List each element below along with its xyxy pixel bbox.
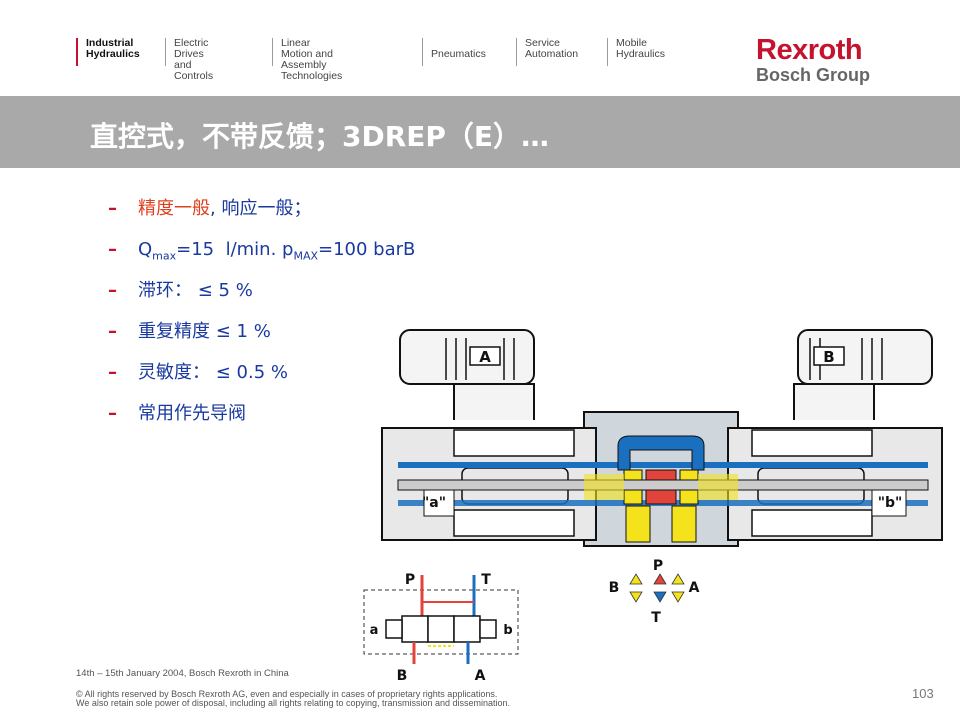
solenoid-a-connector: A <box>399 329 535 429</box>
slide-title: 直控式，不带反馈；3DREP（E）… <box>90 120 550 153</box>
bullet-dash: – <box>108 362 117 383</box>
nav-mobile-hydraulics[interactable]: Mobile Hydraulics <box>607 38 665 66</box>
nav-service-automation[interactable]: Service Automation <box>516 38 578 66</box>
bullet-repeatability: –重复精度 ≤ 1 % <box>108 319 415 360</box>
bullet-dash: – <box>108 239 117 260</box>
nav-linear-motion[interactable]: Linear Motion and Assembly Technologies <box>272 38 342 82</box>
solenoid-a-label: A <box>479 348 491 366</box>
nav-pneumatics[interactable]: Pneumatics <box>422 38 486 66</box>
bullet-pilot-valve: –常用作先导阀 <box>108 401 415 442</box>
bullet-dash: – <box>108 280 117 301</box>
valve-cross-section-diagram: A B "a" "b <box>358 329 948 684</box>
bullet-dash: – <box>108 403 117 424</box>
ports-t-label: T <box>651 610 661 626</box>
bullet-list: –精度一般, 响应一般； –Qmax=15 l/min. pMAX=100 ba… <box>108 196 415 442</box>
rexroth-logo: Rexroth Bosch Group <box>756 36 870 86</box>
ports-b-label: B <box>609 580 620 596</box>
end-a-label: "a" <box>422 495 446 511</box>
bullet-repeatability-text: 重复精度 ≤ 1 % <box>138 321 271 342</box>
title-bar: 直控式，不带反馈；3DREP（E）… <box>0 96 960 168</box>
solenoid-b-connector: B <box>793 329 933 429</box>
logo-brand: Rexroth <box>756 34 863 66</box>
bullet-hysteresis-text: 滞环： ≤ 5 % <box>138 280 253 301</box>
bullet-sensitivity: –灵敏度： ≤ 0.5 % <box>108 360 415 401</box>
flow-value: =15 l/min. p <box>176 239 294 260</box>
bullet-hysteresis: –滞环： ≤ 5 % <box>108 278 415 319</box>
bullet-dash: – <box>108 198 117 219</box>
nav-industrial-hydraulics[interactable]: Industrial Hydraulics <box>76 38 140 66</box>
symbol-b-label: b <box>503 623 512 638</box>
flow-symbol: Q <box>138 239 153 260</box>
solenoid-b-label: B <box>823 348 834 366</box>
symbol-t-label: T <box>481 572 491 588</box>
nav-electric-drives[interactable]: Electric Drives and Controls <box>165 38 213 82</box>
port-flow-arrows: P B A T <box>609 558 700 626</box>
page-number: 103 <box>912 686 934 701</box>
bullet-accuracy-highlight: 精度一般 <box>138 198 210 219</box>
bullet-pilot-text: 常用作先导阀 <box>138 403 246 424</box>
footer-copyright-line1: © All rights reserved by Bosch Rexroth A… <box>76 689 498 699</box>
footer-copyright: © All rights reserved by Bosch Rexroth A… <box>76 690 510 708</box>
bullet-dash: – <box>108 321 117 342</box>
ports-p-label: P <box>653 558 663 574</box>
symbol-a-label: a <box>370 623 379 638</box>
symbol-p-label: P <box>405 572 415 588</box>
pressure-subscript: MAX <box>293 249 319 263</box>
footer-event: 14th – 15th January 2004, Bosch Rexroth … <box>76 668 289 679</box>
valve-body: "a" "b" <box>358 411 948 547</box>
pressure-value: =100 barB <box>318 239 416 260</box>
symbol-port-b-label: B <box>397 668 408 684</box>
bullet-flow-pressure: –Qmax=15 l/min. pMAX=100 barB <box>108 237 415 278</box>
flow-subscript: max <box>152 249 177 263</box>
bullet-accuracy: –精度一般, 响应一般； <box>108 196 415 237</box>
symbol-port-a-label: A <box>475 668 486 684</box>
hydraulic-symbol: P T a b B A <box>363 572 519 684</box>
bullet-sensitivity-text: 灵敏度： ≤ 0.5 % <box>138 362 288 383</box>
end-b-label: "b" <box>878 495 903 511</box>
bullet-accuracy-rest: , 响应一般； <box>210 198 312 219</box>
logo-group: Bosch Group <box>756 65 871 85</box>
ports-a-label: A <box>689 580 700 596</box>
footer-copyright-line2: We also retain sole power of disposal, i… <box>76 698 511 708</box>
